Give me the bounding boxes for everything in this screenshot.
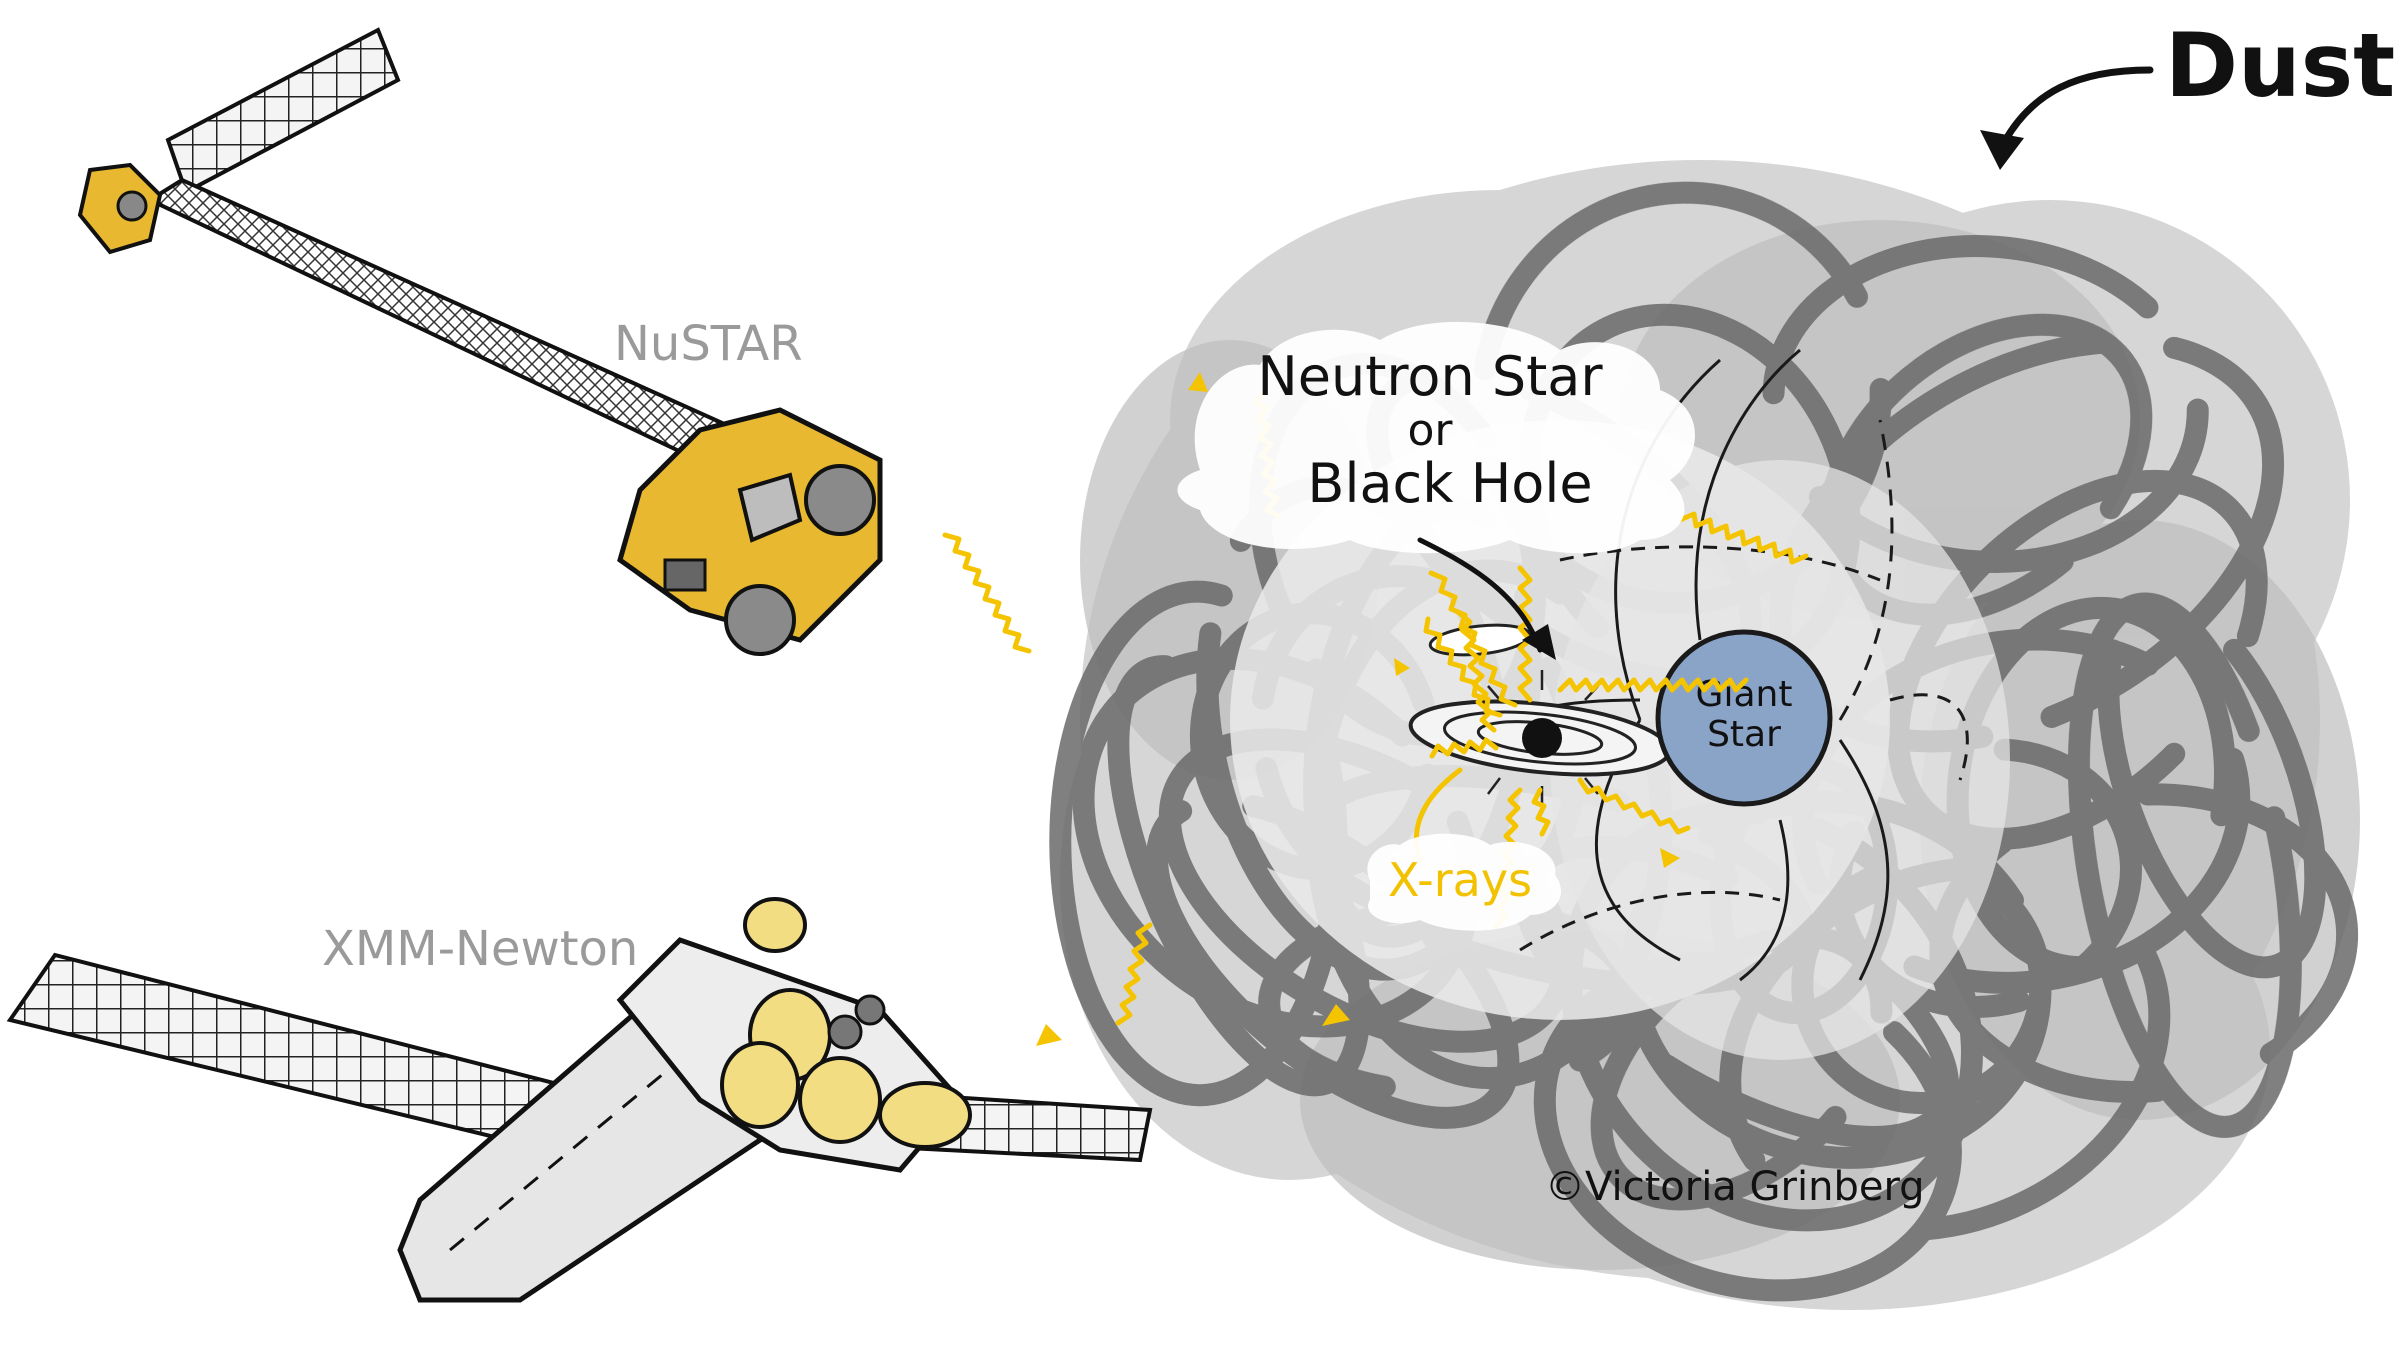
- dust-cloud: [1049, 160, 2360, 1310]
- giant-star-icon: [1655, 629, 1833, 807]
- xmm-newton-satellite-icon: [6, 897, 1153, 1303]
- compact-object-label-line3: Black Hole: [1307, 452, 1592, 515]
- compact-object-callout: Neutron Star or Black Hole: [1177, 321, 1695, 660]
- giant-star-label-line2: Star: [1707, 714, 1781, 755]
- black-hole-icon: [1522, 718, 1562, 758]
- dust-callout: Dust: [1980, 14, 2395, 170]
- xmm-newton-label: XMM-Newton: [322, 921, 638, 977]
- dust-label: Dust: [2165, 14, 2395, 117]
- dust-loop: [1533, 951, 1962, 1302]
- dust-loop: [2097, 590, 2327, 979]
- x-rays-callout: X-rays: [1367, 833, 1561, 931]
- compact-object-label-line2: or: [1407, 405, 1453, 456]
- nustar-satellite-icon: [77, 27, 883, 656]
- credit-label: ©Victoria Grinberg: [1545, 1164, 1925, 1210]
- nustar-label: NuSTAR: [614, 316, 803, 372]
- x-rays-label: X-rays: [1388, 853, 1532, 907]
- compact-object-label-line1: Neutron Star: [1257, 345, 1603, 408]
